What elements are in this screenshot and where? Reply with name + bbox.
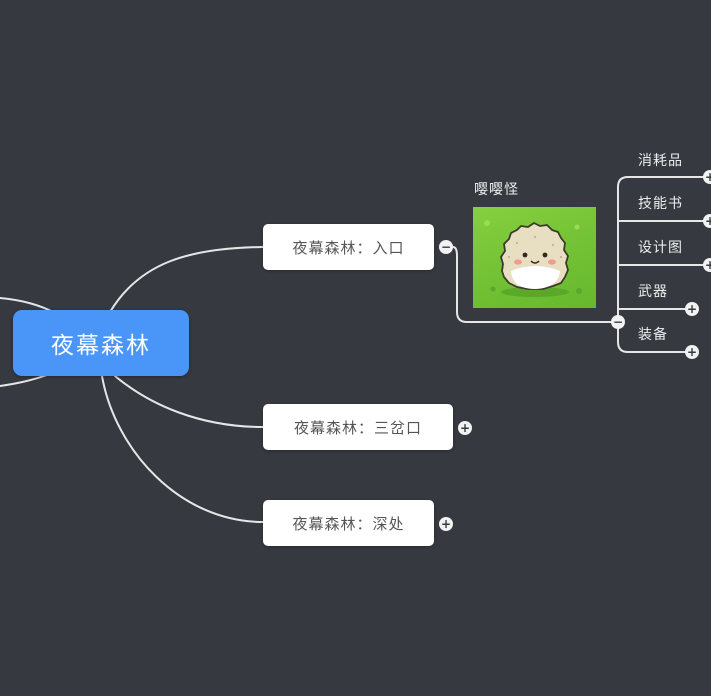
branch-node-label: 夜幕森林：深处 [292,514,405,533]
item-label: 技能书 [638,196,683,212]
connector-items-bracket [617,176,709,323]
connector-item-gear [617,321,693,353]
item-label: 设计图 [638,240,683,256]
item-label: 消耗品 [638,153,683,169]
item-node-skill-books[interactable]: 技能书 [638,193,704,213]
item-node-consumables[interactable]: 消耗品 [638,150,704,170]
expand-icon[interactable]: + [685,345,699,359]
slime-monster-icon [484,220,582,297]
expand-icon[interactable]: + [458,421,472,435]
expand-icon[interactable]: + [439,517,453,531]
expand-icon[interactable]: + [703,258,711,272]
expand-icon[interactable]: + [685,302,699,316]
expand-icon[interactable]: + [703,214,711,228]
monster-name: 嘤嘤怪 [474,182,519,198]
monster-node-label[interactable]: 嘤嘤怪 [474,179,554,199]
connector-root-entrance [109,246,264,313]
collapse-icon[interactable]: − [611,315,625,329]
connector-root-depths [101,375,264,523]
branch-node-label: 夜幕森林：三岔口 [293,418,422,437]
item-node-gear[interactable]: 装备 [638,324,688,344]
connector-entrance-monster [452,246,619,323]
root-node-label: 夜幕森林 [51,333,151,359]
root-node-night-forest[interactable]: 夜幕森林 [13,310,189,376]
item-label: 装备 [638,327,668,343]
item-node-weapons[interactable]: 武器 [638,281,688,301]
expand-icon[interactable]: + [703,170,711,184]
connector-root-fork [114,375,264,428]
branch-node-depths[interactable]: 夜幕森林：深处 [263,500,434,546]
item-node-blueprints[interactable]: 设计图 [638,237,704,257]
item-label: 武器 [638,284,668,300]
collapse-icon[interactable]: − [439,240,453,254]
branch-node-fork[interactable]: 夜幕森林：三岔口 [263,404,453,450]
monster-image[interactable] [473,207,596,308]
branch-node-label: 夜幕森林：入口 [292,238,405,257]
branch-node-entrance[interactable]: 夜幕森林：入口 [263,224,434,270]
